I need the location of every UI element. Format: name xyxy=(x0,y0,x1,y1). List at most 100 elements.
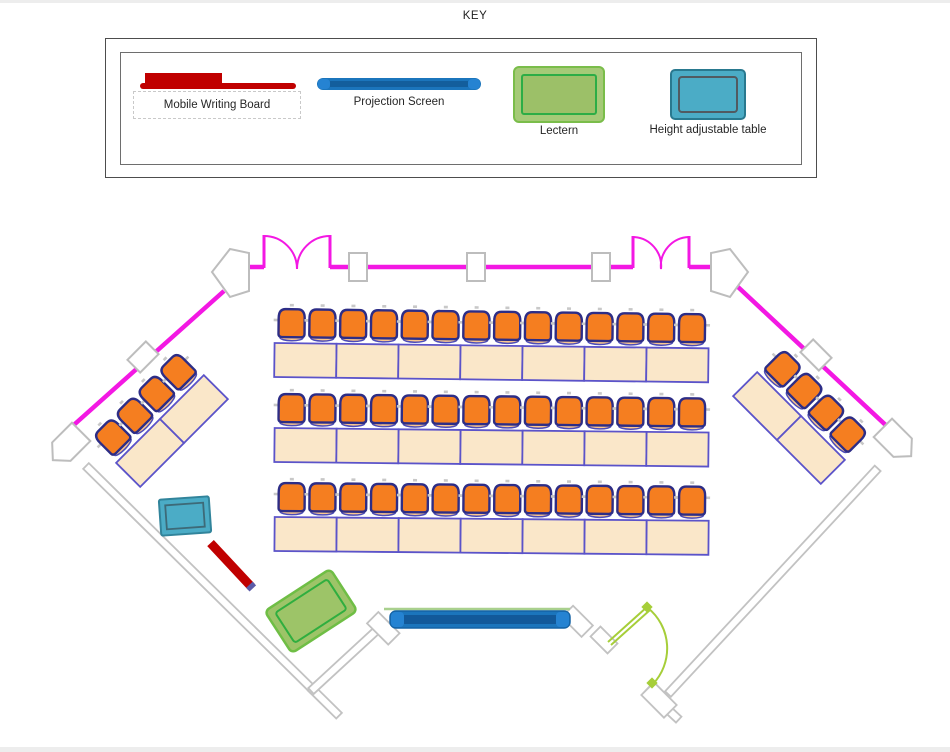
chair-icon xyxy=(549,307,589,346)
table xyxy=(583,518,648,556)
legend-label-height-adjustable-table: Height adjustable table xyxy=(649,124,767,136)
seating-row-3 xyxy=(272,477,712,556)
wall-pillar xyxy=(591,252,611,282)
table xyxy=(335,342,400,380)
projection-screen-icon xyxy=(317,78,481,90)
chair-icon xyxy=(518,479,558,519)
chair-icon xyxy=(395,478,435,518)
table xyxy=(645,346,710,384)
chair-icon xyxy=(610,392,650,431)
chair-icon xyxy=(518,391,558,430)
chair-icon xyxy=(426,390,466,429)
table xyxy=(521,345,586,382)
legend-label-projection-screen: Projection Screen xyxy=(353,96,445,108)
chair-icon xyxy=(672,308,712,348)
chair-icon xyxy=(272,477,312,517)
bottom-edge xyxy=(0,747,950,752)
side-group-left xyxy=(85,344,230,489)
seating-row-1 xyxy=(272,303,712,384)
chair-icon xyxy=(302,389,342,428)
chair-icon xyxy=(641,392,681,432)
side-group-right xyxy=(731,341,876,486)
table xyxy=(335,516,400,553)
table xyxy=(645,519,710,556)
chair-icon xyxy=(518,306,558,346)
chair-icon xyxy=(580,480,620,519)
chair-icon xyxy=(364,478,404,517)
table xyxy=(459,344,524,381)
chair-icon xyxy=(456,305,496,345)
legend-title: KEY xyxy=(462,10,488,22)
table xyxy=(273,516,338,553)
lectern-icon xyxy=(513,66,605,123)
chair-icon xyxy=(426,305,466,345)
table xyxy=(645,430,710,468)
table xyxy=(521,518,586,555)
legend-inner-box xyxy=(120,52,802,165)
wall-pillar xyxy=(799,338,833,372)
mobile-writing-board xyxy=(207,539,257,592)
wall-end-cap-left xyxy=(51,421,92,462)
swing-door-right xyxy=(607,601,669,689)
table xyxy=(459,517,524,555)
chair-icon xyxy=(395,305,435,344)
projection-screen xyxy=(384,607,571,629)
chair-icon xyxy=(364,389,404,429)
chair-icon xyxy=(456,390,496,430)
door-post-top xyxy=(589,625,619,655)
chair-icon xyxy=(487,306,527,345)
table xyxy=(397,517,462,554)
table xyxy=(583,430,648,467)
fixtures xyxy=(157,495,669,689)
chair-icon xyxy=(302,304,342,343)
table xyxy=(775,414,847,486)
corner-right xyxy=(710,247,750,299)
table xyxy=(397,343,462,381)
table xyxy=(459,429,524,466)
chair-icon xyxy=(457,479,496,518)
table xyxy=(397,428,462,465)
chair-icon xyxy=(333,389,373,428)
chair-icon xyxy=(672,392,712,432)
wall-pillar xyxy=(348,252,368,282)
chair-icon xyxy=(487,479,527,518)
seating-area xyxy=(85,303,876,556)
chair-icon xyxy=(364,304,404,344)
chair-icon xyxy=(610,307,650,347)
chair-icon xyxy=(641,480,681,520)
chair-icon xyxy=(611,480,650,520)
chair-icon xyxy=(487,390,527,430)
wall-pillar xyxy=(466,252,486,282)
legend-label-lectern: Lectern xyxy=(539,125,579,137)
height-adjustable-table xyxy=(157,495,213,537)
chair-icon xyxy=(549,391,589,431)
wall-end-cap-right xyxy=(872,417,913,458)
table xyxy=(273,342,338,379)
mobile-writing-board-icon xyxy=(145,73,222,83)
lectern xyxy=(265,569,357,653)
corner-left xyxy=(210,247,250,299)
wall-pillar xyxy=(126,340,160,374)
door-post-bottom xyxy=(640,681,678,719)
height-adjustable-table-icon xyxy=(670,69,746,120)
chair-icon xyxy=(580,391,620,431)
wall-lower-right xyxy=(663,464,882,698)
table xyxy=(521,429,586,467)
chair-icon xyxy=(580,307,620,346)
double-door-right xyxy=(631,236,691,270)
chair-icon xyxy=(672,481,712,520)
double-door-left xyxy=(262,235,332,270)
chair-icon xyxy=(272,303,312,343)
chair-icon xyxy=(426,479,466,518)
chair-icon xyxy=(395,389,435,429)
chair-icon xyxy=(303,477,342,517)
chair-icon xyxy=(333,304,373,343)
table xyxy=(273,427,338,464)
chair-icon xyxy=(549,480,589,519)
chair-icon xyxy=(641,308,681,347)
seating-row-2 xyxy=(272,388,712,468)
table xyxy=(158,373,230,445)
chair-icon xyxy=(272,388,312,428)
legend-label-mobile-writing-board: Mobile Writing Board xyxy=(133,91,301,119)
